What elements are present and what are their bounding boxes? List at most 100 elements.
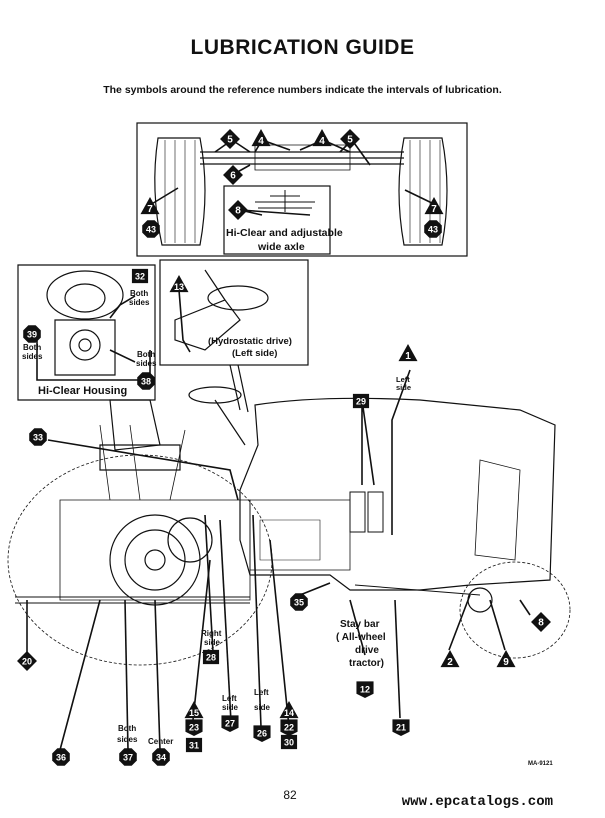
marker-number-text: 38 bbox=[141, 377, 151, 387]
reference-marker-8: 8 bbox=[531, 612, 551, 632]
marker-number-text: 20 bbox=[22, 657, 32, 667]
marker-number-text: 22 bbox=[284, 723, 294, 733]
left-side-1-label-1: Left bbox=[396, 375, 410, 384]
marker-diamond-shape bbox=[220, 129, 240, 149]
marker-triangle-shape bbox=[398, 344, 418, 362]
marker-number-text: 5 bbox=[227, 135, 233, 146]
reference-marker-29: 29 bbox=[352, 393, 370, 409]
reference-marker-9: 9 bbox=[496, 650, 516, 668]
both-sides-38-label-1: Both bbox=[137, 350, 156, 359]
marker-octagon-shape bbox=[52, 748, 70, 766]
marker-triangle-shape bbox=[184, 701, 204, 719]
reference-marker-14: 14 bbox=[279, 701, 299, 719]
seat-drawing bbox=[109, 399, 161, 451]
marker-octagon-shape bbox=[424, 220, 442, 238]
reference-marker-28: 28 bbox=[202, 649, 220, 665]
left-side-27-label-2: side bbox=[222, 703, 239, 712]
marker-number-text: 14 bbox=[284, 708, 294, 718]
reference-marker-2: 2 bbox=[440, 650, 460, 668]
marker-number-text: 27 bbox=[225, 719, 235, 729]
marker-pennant-shape bbox=[356, 681, 374, 699]
marker-diamond-shape bbox=[228, 200, 248, 220]
both-sides-38-label-2: sides bbox=[136, 359, 157, 368]
hi-clear-axle-label-line1: Hi-Clear and adjustable bbox=[226, 227, 343, 239]
hydrostatic-inset-frame bbox=[159, 259, 309, 366]
marker-octagon-shape bbox=[119, 748, 137, 766]
marker-square-shape bbox=[131, 268, 149, 284]
marker-number-text: 13 bbox=[174, 282, 184, 292]
marker-octagon-shape bbox=[23, 325, 41, 343]
reference-marker-4: 4 bbox=[312, 129, 332, 147]
marker-number-text: 8 bbox=[235, 206, 241, 217]
marker-number-text: 4 bbox=[258, 136, 264, 147]
steering-wheel-drawing bbox=[188, 386, 242, 404]
reference-marker-23: 23 bbox=[185, 719, 203, 737]
stay-bar-label-3: drive bbox=[355, 645, 379, 656]
marker-triangle-shape bbox=[496, 650, 516, 668]
rear-wheel-drawing bbox=[7, 454, 273, 666]
stay-bar-label-1: Stay bar bbox=[340, 619, 380, 630]
left-side-27-label-1: Left bbox=[222, 694, 237, 703]
marker-number-text: 8 bbox=[538, 618, 544, 629]
reference-marker-5: 5 bbox=[340, 129, 360, 149]
reference-marker-6: 6 bbox=[223, 165, 243, 185]
front-left-tire-drawing bbox=[154, 137, 206, 246]
reference-marker-1: 1 bbox=[398, 344, 418, 362]
marker-triangle-shape bbox=[279, 701, 299, 719]
marker-square-shape bbox=[280, 734, 298, 750]
page-title: LUBRICATION GUIDE bbox=[190, 36, 415, 59]
marker-pennant-shape bbox=[221, 715, 239, 733]
marker-triangle-shape bbox=[312, 129, 332, 147]
marker-diamond-shape bbox=[17, 651, 37, 671]
both-sides-37-label-2: sides bbox=[117, 735, 138, 744]
marker-triangle-shape bbox=[424, 197, 444, 215]
right-side-28-label-1: Right bbox=[201, 629, 222, 638]
stay-bar-label-2: ( All-wheel bbox=[336, 632, 386, 643]
reference-marker-38: 38 bbox=[137, 372, 155, 390]
hi-clear-housing-inset-frame bbox=[17, 264, 156, 401]
reference-marker-39: 39 bbox=[23, 325, 41, 343]
both-sides-32-label-2: sides bbox=[129, 298, 150, 307]
website-watermark: www.epcatalogs.com bbox=[401, 794, 553, 810]
front-axle-drawing bbox=[200, 151, 404, 165]
both-sides-37-label-1: Both bbox=[118, 724, 137, 733]
marker-number-text: 36 bbox=[56, 753, 66, 763]
reference-marker-7: 7 bbox=[424, 197, 444, 215]
marker-number-text: 2 bbox=[447, 657, 453, 668]
reference-marker-7: 7 bbox=[140, 197, 160, 215]
reference-marker-37: 37 bbox=[119, 748, 137, 766]
marker-diamond-shape bbox=[223, 165, 243, 185]
reference-marker-43: 43 bbox=[142, 220, 160, 238]
page-number: 82 bbox=[283, 788, 297, 802]
center-34-label: Center bbox=[148, 737, 174, 746]
marker-octagon-shape bbox=[142, 220, 160, 238]
hydrostatic-label-line2: (Left side) bbox=[232, 348, 278, 359]
reference-marker-8: 8 bbox=[228, 200, 248, 220]
rear-hub-drawing bbox=[109, 514, 201, 606]
front-wheel-drawing bbox=[459, 561, 571, 659]
reference-marker-4: 4 bbox=[251, 129, 271, 147]
front-right-tire-drawing bbox=[398, 137, 448, 246]
reference-marker-5: 5 bbox=[220, 129, 240, 149]
marker-number-text: 30 bbox=[284, 738, 294, 748]
marker-pennant-shape bbox=[253, 725, 271, 743]
hi-clear-axle-inset bbox=[223, 185, 331, 255]
reference-marker-34: 34 bbox=[152, 748, 170, 766]
reference-marker-31: 31 bbox=[185, 737, 203, 753]
front-axle-inset-frame bbox=[136, 122, 468, 257]
reference-marker-36: 36 bbox=[52, 748, 70, 766]
marker-square-shape bbox=[352, 393, 370, 409]
marker-number-text: 37 bbox=[123, 753, 133, 763]
marker-octagon-shape bbox=[137, 372, 155, 390]
marker-number-text: 31 bbox=[189, 741, 199, 751]
marker-diamond-shape bbox=[531, 612, 551, 632]
marker-number-text: 7 bbox=[147, 204, 153, 215]
marker-pennant-shape bbox=[185, 719, 203, 737]
hydrostatic-label-line1: (Hydrostatic drive) bbox=[208, 336, 292, 347]
marker-number-text: 21 bbox=[396, 723, 406, 733]
stay-bar-label-4: tractor) bbox=[349, 658, 385, 669]
reference-marker-15: 15 bbox=[184, 701, 204, 719]
marker-number-text: 34 bbox=[156, 753, 166, 763]
marker-number-text: 9 bbox=[503, 657, 509, 668]
marker-number-text: 12 bbox=[360, 685, 370, 695]
